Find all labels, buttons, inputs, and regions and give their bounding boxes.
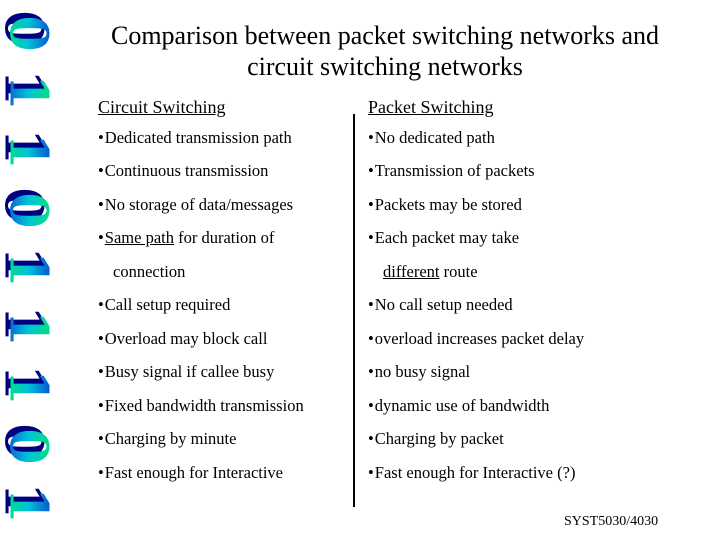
item-text: Continuous transmission [104, 161, 269, 181]
binary-digit-face: 1 [0, 242, 59, 298]
binary-decor-strip: 001111001111110011 [0, 4, 59, 535]
item-text: Fixed bandwidth transmission [104, 395, 304, 415]
bullet-icon: • [98, 128, 104, 147]
item-text: Charging by minute [104, 429, 237, 449]
circuit-switching-rows: •Dedicated transmission path•Continuous … [98, 121, 350, 489]
binary-digit: 11 [0, 122, 59, 181]
bullet-icon: • [98, 362, 104, 382]
title-line-2: circuit switching networks [247, 52, 523, 81]
binary-digit: 00 [0, 4, 59, 63]
packet-switching-rows: •No dedicated path•Transmission of packe… [368, 121, 708, 489]
bullet-item: •No dedicated path [368, 121, 708, 154]
bullet-item: •Transmission of packets [368, 154, 708, 187]
circuit-switching-header: Circuit Switching [98, 97, 226, 117]
bullet-item: •Same path for duration of [98, 221, 350, 254]
packet-switching-column: Packet Switching •No dedicated path•Tran… [368, 97, 708, 489]
bullet-item: •Call setup required [98, 288, 350, 321]
bullet-icon: • [368, 395, 374, 415]
binary-digit-face: 1 [0, 301, 59, 357]
bullet-item: •dynamic use of bandwidth [368, 389, 708, 422]
item-text: Overload may block call [104, 328, 268, 348]
bullet-icon: • [368, 228, 374, 248]
item-text: Transmission of packets [374, 161, 535, 181]
binary-digit-face: 0 [0, 183, 59, 239]
binary-digit-face: 0 [0, 6, 59, 62]
bullet-icon: • [98, 295, 104, 315]
bullet-item: •Continuous transmission [98, 154, 350, 187]
item-text: No dedicated path [374, 128, 495, 147]
bullet-item: •no busy signal [368, 355, 708, 388]
item-text: dynamic use of bandwidth [374, 395, 550, 415]
binary-digit: 11 [0, 476, 59, 535]
bullet-icon: • [368, 194, 374, 214]
binary-digit: 00 [0, 181, 59, 240]
item-text: route [439, 261, 478, 281]
item-text: for duration of [173, 228, 275, 248]
bullet-item: •Charging by minute [98, 422, 350, 455]
bullet-item: •Overload may block call [98, 322, 350, 355]
item-text: connection [113, 261, 186, 281]
bullet-icon: • [98, 328, 104, 348]
bullet-item: •Busy signal if callee busy [98, 355, 350, 388]
bullet-icon: • [368, 295, 374, 315]
item-text: Busy signal if callee busy [104, 362, 275, 382]
item-text: overload increases packet delay [374, 328, 585, 348]
bullet-icon: • [98, 161, 104, 181]
bullet-item: •Fast enough for Interactive (?) [368, 456, 708, 489]
binary-digit: 11 [0, 63, 59, 122]
bullet-icon: • [368, 328, 374, 348]
bullet-item: •overload increases packet delay [368, 322, 708, 355]
binary-digit: 11 [0, 299, 59, 358]
item-text: no busy signal [374, 362, 471, 382]
bullet-icon: • [368, 128, 374, 147]
bullet-icon: • [98, 228, 104, 248]
bullet-item: •Packets may be stored [368, 188, 708, 221]
binary-digit: 00 [0, 417, 59, 476]
item-text: Dedicated transmission path [104, 128, 292, 147]
item-text: Each packet may take [374, 228, 520, 248]
bullet-item: •Fast enough for Interactive [98, 456, 350, 489]
binary-digit: 11 [0, 240, 59, 299]
item-text: Same path [104, 228, 174, 248]
binary-digit: 11 [0, 358, 59, 417]
bullet-icon: • [368, 161, 374, 181]
bullet-icon: • [98, 429, 104, 449]
bullet-item-continuation: connection [98, 255, 350, 288]
bullet-icon: • [368, 462, 374, 482]
item-text: No storage of data/messages [104, 194, 294, 214]
binary-digit-face: 1 [0, 478, 59, 534]
item-text: Fast enough for Interactive (?) [374, 462, 576, 482]
item-text: Fast enough for Interactive [104, 462, 284, 482]
bullet-item: •Charging by packet [368, 422, 708, 455]
bullet-icon: • [98, 395, 104, 415]
bullet-item: •Each packet may take [368, 221, 708, 254]
slide-title: Comparison between packet switching netw… [55, 20, 715, 82]
bullet-item: •Fixed bandwidth transmission [98, 389, 350, 422]
item-text: Call setup required [104, 295, 231, 315]
bullet-item: •No storage of data/messages [98, 188, 350, 221]
bullet-icon: • [98, 462, 104, 482]
bullet-item-continuation: different route [368, 255, 708, 288]
binary-digit-face: 1 [0, 360, 59, 416]
title-line-1: Comparison between packet switching netw… [110, 21, 660, 50]
bullet-item: •No call setup needed [368, 288, 708, 321]
item-text: Charging by packet [374, 429, 504, 449]
item-text: different [383, 261, 440, 281]
binary-digit-face: 1 [0, 124, 59, 180]
bullet-item: •Dedicated transmission path [98, 121, 350, 154]
bullet-icon: • [368, 429, 374, 449]
packet-switching-header: Packet Switching [368, 97, 494, 117]
binary-digit-face: 1 [0, 65, 59, 121]
item-text: Packets may be stored [374, 194, 522, 214]
bullet-icon: • [98, 194, 104, 214]
course-code-label: SYST5030/4030 [564, 514, 659, 529]
bullet-icon: • [368, 362, 374, 382]
circuit-switching-column: Circuit Switching •Dedicated transmissio… [98, 97, 350, 489]
item-text: No call setup needed [374, 295, 513, 315]
column-divider [353, 114, 355, 507]
binary-digit-face: 0 [0, 419, 59, 475]
